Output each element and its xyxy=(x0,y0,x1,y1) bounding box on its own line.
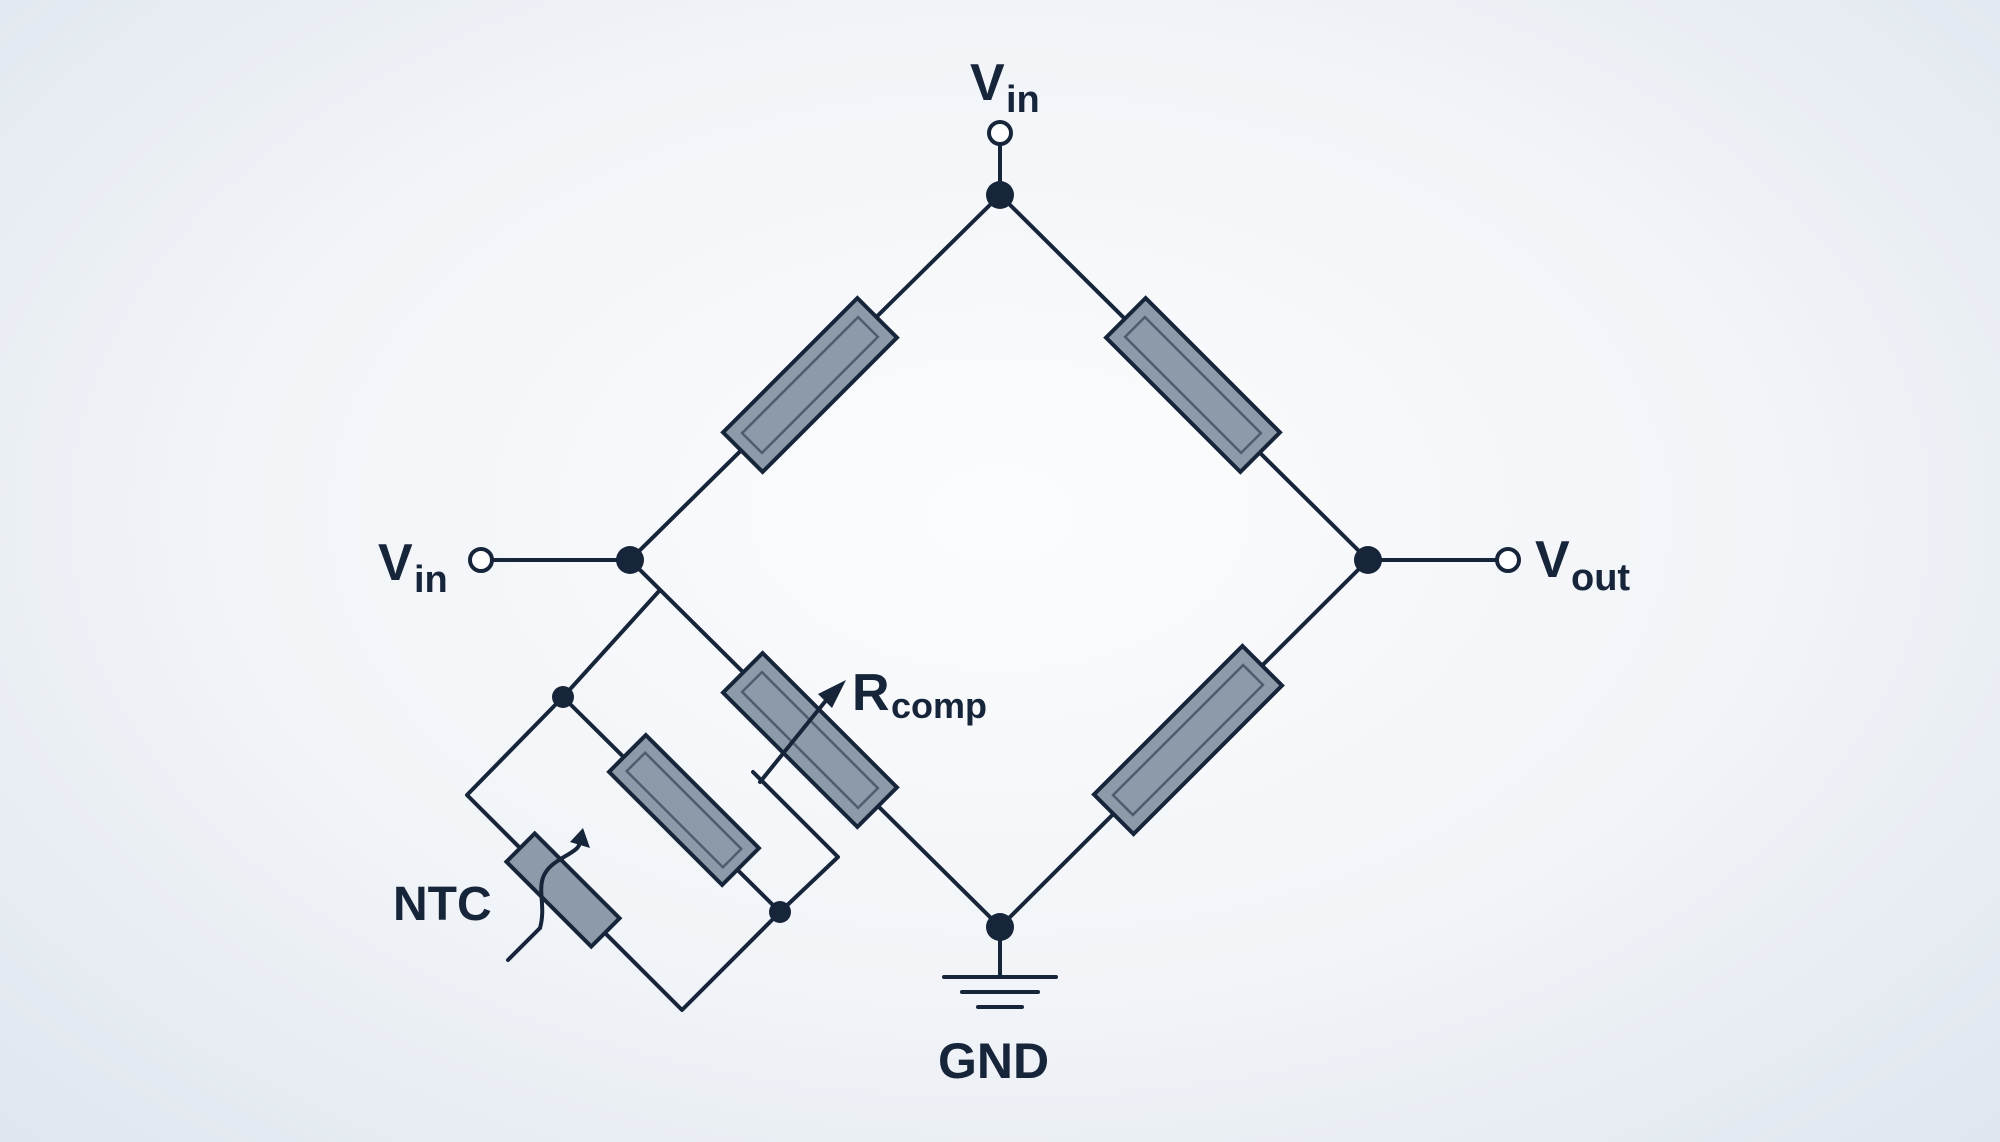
ntc-thermal-mark-icon xyxy=(506,828,590,962)
ground-icon xyxy=(942,975,1058,1009)
label-rcomp: R comp xyxy=(852,664,987,726)
label-gnd: GND xyxy=(938,1033,1049,1089)
wire-comp-right xyxy=(751,770,840,914)
svg-text:V: V xyxy=(970,54,1005,112)
terminal-vout xyxy=(1495,547,1521,573)
label-vin-top: V in xyxy=(970,54,1040,121)
terminal-vin-left xyxy=(468,547,494,573)
resistor-rcomp xyxy=(720,650,900,830)
resistor-bottom-right xyxy=(1091,643,1285,837)
label-ntc: NTC xyxy=(393,878,492,931)
thermistor-ntc xyxy=(503,830,623,950)
resistor-parallel xyxy=(606,732,762,888)
node-right xyxy=(1354,546,1382,574)
node-bottom xyxy=(986,913,1014,941)
node-top xyxy=(986,181,1014,209)
rcomp-arrow-icon xyxy=(758,680,846,784)
svg-text:comp: comp xyxy=(891,685,987,726)
junction-nodes xyxy=(552,181,1382,941)
label-vout: V out xyxy=(1535,531,1630,599)
svg-text:V: V xyxy=(1535,531,1570,589)
label-vin-left: V in xyxy=(378,534,448,601)
svg-text:R: R xyxy=(852,664,890,722)
resistor-top-left xyxy=(720,295,900,475)
wire-comp-branch xyxy=(561,588,662,699)
node-comp-lower xyxy=(769,901,791,923)
wires xyxy=(465,143,1510,1012)
svg-text:V: V xyxy=(378,534,413,592)
svg-text:in: in xyxy=(414,559,448,601)
node-left xyxy=(616,546,644,574)
node-comp-upper xyxy=(552,686,574,708)
terminal-vin-top xyxy=(987,120,1013,146)
resistor-top-right xyxy=(1103,295,1283,475)
svg-text:in: in xyxy=(1006,79,1040,121)
svg-text:out: out xyxy=(1571,557,1630,599)
